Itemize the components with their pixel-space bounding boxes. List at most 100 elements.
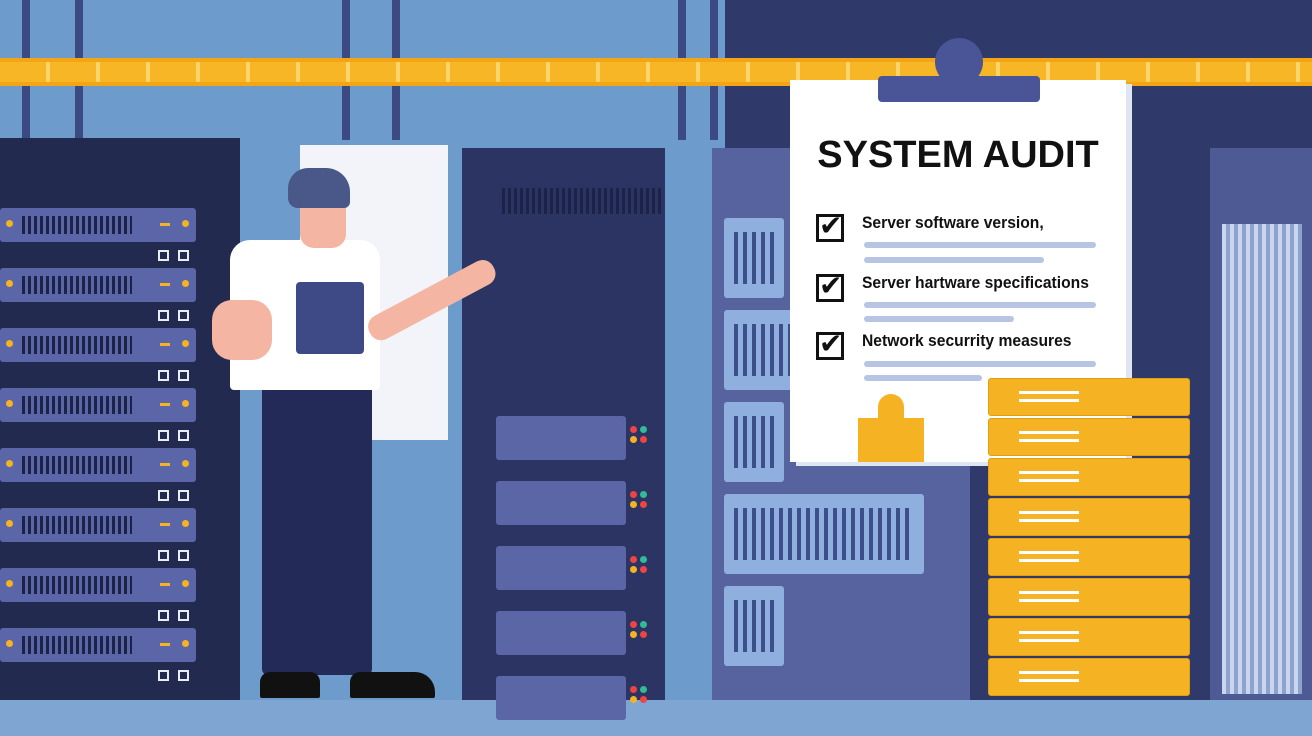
status-light xyxy=(630,556,637,563)
decoration xyxy=(1019,679,1079,682)
status-light xyxy=(640,566,647,573)
checkbox-checked-icon: ✔ xyxy=(816,272,844,302)
decoration xyxy=(502,188,662,214)
port xyxy=(158,250,169,261)
decoration xyxy=(1019,439,1079,442)
decoration xyxy=(160,283,170,286)
status-light xyxy=(6,580,13,587)
port xyxy=(158,430,169,441)
port xyxy=(178,430,189,441)
server-unit xyxy=(0,208,196,242)
checkbox-checked-icon: ✔ xyxy=(816,330,844,360)
status-light xyxy=(182,400,189,407)
status-light xyxy=(182,580,189,587)
status-light xyxy=(630,696,637,703)
decoration xyxy=(1019,391,1079,394)
status-light xyxy=(640,491,647,498)
server-unit xyxy=(496,676,626,720)
status-light xyxy=(6,640,13,647)
port xyxy=(178,310,189,321)
server-unit xyxy=(0,268,196,302)
decoration xyxy=(22,216,132,234)
yellow-server-unit xyxy=(988,658,1190,696)
decoration xyxy=(160,643,170,646)
port xyxy=(178,670,189,681)
decoration xyxy=(22,636,132,654)
status-light xyxy=(182,520,189,527)
status-light xyxy=(630,491,637,498)
port xyxy=(158,370,169,381)
decoration xyxy=(1019,471,1079,474)
status-light xyxy=(6,400,13,407)
port xyxy=(158,550,169,561)
decoration xyxy=(1019,639,1079,642)
yellow-server-unit xyxy=(988,578,1190,616)
decoration xyxy=(1019,551,1079,554)
status-light xyxy=(182,460,189,467)
port xyxy=(158,490,169,501)
status-light xyxy=(630,686,637,693)
status-light xyxy=(640,426,647,433)
server-unit xyxy=(0,388,196,422)
decoration xyxy=(22,456,132,474)
decoration xyxy=(22,276,132,294)
status-light xyxy=(630,501,637,508)
port xyxy=(178,490,189,501)
port xyxy=(158,670,169,681)
server-rack-left xyxy=(0,138,240,700)
status-light xyxy=(630,621,637,628)
status-light xyxy=(182,280,189,287)
yellow-server-stack xyxy=(988,378,1190,700)
yellow-server-unit xyxy=(988,458,1190,496)
decoration xyxy=(1019,591,1079,594)
status-light xyxy=(182,640,189,647)
status-light xyxy=(640,631,647,638)
status-light xyxy=(640,686,647,693)
yellow-server-unit xyxy=(988,498,1190,536)
status-light xyxy=(640,621,647,628)
audit-title: SYSTEM AUDIT xyxy=(817,134,1099,176)
status-light xyxy=(6,460,13,467)
yellow-server-unit xyxy=(988,538,1190,576)
decoration xyxy=(160,223,170,226)
status-light xyxy=(640,436,647,443)
status-light xyxy=(640,501,647,508)
yellow-server-unit xyxy=(988,418,1190,456)
decoration xyxy=(734,416,774,468)
status-light xyxy=(640,696,647,703)
decoration xyxy=(734,232,774,284)
decoration xyxy=(160,343,170,346)
decoration xyxy=(1019,431,1079,434)
server-panel xyxy=(724,586,784,666)
server-unit xyxy=(0,328,196,362)
decoration xyxy=(22,516,132,534)
lock-envelope-icon xyxy=(858,418,924,462)
port xyxy=(158,310,169,321)
server-unit xyxy=(0,568,196,602)
status-light xyxy=(6,220,13,227)
decoration xyxy=(22,576,132,594)
decoration xyxy=(734,600,774,652)
decoration xyxy=(1019,599,1079,602)
yellow-server-unit xyxy=(988,378,1190,416)
checkbox-checked-icon: ✔ xyxy=(816,212,844,242)
server-rack-far-right xyxy=(1210,148,1312,700)
port xyxy=(178,250,189,261)
decoration xyxy=(1019,479,1079,482)
port xyxy=(178,610,189,621)
decoration xyxy=(160,523,170,526)
decoration xyxy=(1019,511,1079,514)
server-unit xyxy=(496,481,626,525)
decoration xyxy=(22,396,132,414)
status-light xyxy=(630,566,637,573)
server-rack-middle xyxy=(462,148,665,720)
server-panel xyxy=(724,494,924,574)
decoration xyxy=(1019,399,1079,402)
decoration xyxy=(1019,559,1079,562)
decoration xyxy=(1019,519,1079,522)
yellow-server-unit xyxy=(988,618,1190,656)
decoration xyxy=(160,463,170,466)
decoration xyxy=(1019,631,1079,634)
status-light xyxy=(6,520,13,527)
server-panel xyxy=(724,402,784,482)
